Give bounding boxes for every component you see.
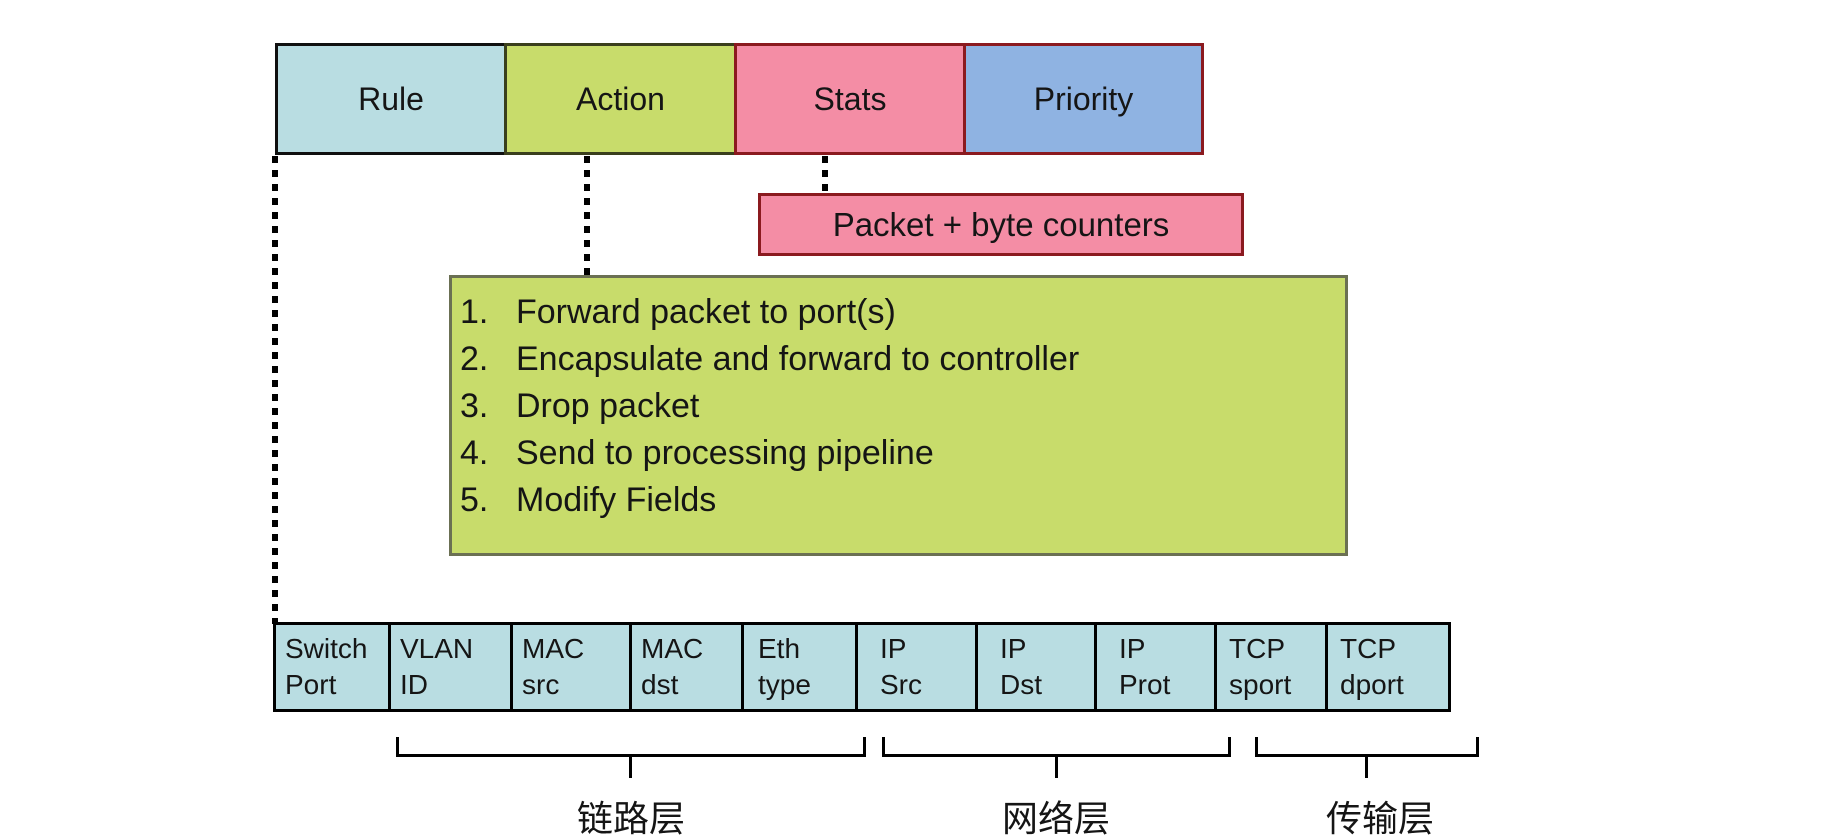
match-field-ip-src: IP Src bbox=[855, 622, 978, 712]
match-field-line1: TCP bbox=[1340, 633, 1396, 664]
match-field-mac-dst: MAC dst bbox=[629, 622, 744, 712]
brace-tick-link-layer bbox=[629, 757, 632, 778]
match-field-mac-src: MAC src bbox=[510, 622, 632, 712]
match-field-line2: src bbox=[522, 669, 560, 700]
action-item-number: 4. bbox=[460, 434, 489, 472]
brace-tick-network-layer bbox=[1055, 757, 1058, 778]
match-field-ip-dst: IP Dst bbox=[975, 622, 1097, 712]
action-item-number: 5. bbox=[460, 481, 489, 519]
header-cell-rule: Rule bbox=[275, 43, 507, 155]
counters-label: Packet + byte counters bbox=[832, 205, 1170, 243]
header-label-action: Action bbox=[576, 80, 665, 117]
match-field-line1: IP bbox=[1119, 633, 1146, 664]
dotted-connector-action-to-actions-box bbox=[584, 156, 590, 276]
header-cell-priority: Priority bbox=[963, 43, 1204, 155]
match-field-line1: MAC bbox=[522, 633, 585, 664]
match-field-line2: sport bbox=[1229, 669, 1292, 700]
match-field-line1: Eth bbox=[758, 633, 801, 664]
match-field-line1: Switch bbox=[285, 633, 368, 664]
dotted-connector-stats-to-counters-box bbox=[822, 156, 828, 194]
match-field-line2: dst bbox=[641, 669, 679, 700]
counters-box: Packet + byte counters bbox=[758, 193, 1244, 256]
match-field-line2: type bbox=[758, 669, 811, 700]
action-item-number: 3. bbox=[460, 387, 489, 425]
action-item: 2. Encapsulate and forward to controller bbox=[460, 336, 1335, 383]
match-field-line1: IP bbox=[880, 633, 907, 664]
action-item-number: 2. bbox=[460, 340, 489, 378]
header-label-rule: Rule bbox=[358, 80, 424, 117]
flow-entry-header-row: Rule Action Stats Priority bbox=[275, 43, 1204, 155]
header-cell-stats: Stats bbox=[734, 43, 966, 155]
brace-link-layer bbox=[396, 737, 866, 757]
match-field-line1: TCP bbox=[1229, 633, 1285, 664]
brace-tick-transport-layer bbox=[1365, 757, 1368, 778]
match-field-ip-prot: IP Prot bbox=[1094, 622, 1217, 712]
action-item: 1. Forward packet to port(s) bbox=[460, 289, 1335, 336]
header-label-stats: Stats bbox=[813, 80, 887, 117]
match-field-tcp-sport: TCP sport bbox=[1214, 622, 1328, 712]
match-field-line2: Dst bbox=[1000, 669, 1042, 700]
layer-label-network: 网络层 bbox=[1001, 798, 1110, 837]
layer-label-link: 链路层 bbox=[576, 798, 685, 837]
layer-label-transport: 传输层 bbox=[1325, 798, 1434, 837]
header-label-priority: Priority bbox=[1033, 80, 1134, 117]
match-field-line1: IP bbox=[1000, 633, 1027, 664]
brace-network-layer bbox=[882, 737, 1231, 757]
header-cell-action: Action bbox=[504, 43, 737, 155]
match-field-line2: Prot bbox=[1119, 669, 1171, 700]
match-field-tcp-dport: TCP dport bbox=[1325, 622, 1451, 712]
brace-transport-layer bbox=[1255, 737, 1479, 757]
action-item-text: Drop packet bbox=[516, 387, 700, 425]
action-item-text: Encapsulate and forward to controller bbox=[516, 340, 1080, 378]
match-field-vlan-id: VLAN ID bbox=[388, 622, 513, 712]
dotted-connector-rule-to-match-fields bbox=[272, 156, 278, 624]
match-field-line1: VLAN bbox=[400, 633, 474, 664]
match-field-eth-type: Eth type bbox=[741, 622, 858, 712]
match-field-switch-port: Switch Port bbox=[273, 622, 391, 712]
action-item-text: Send to processing pipeline bbox=[516, 434, 934, 472]
action-item-number: 1. bbox=[460, 293, 489, 331]
action-item-text: Modify Fields bbox=[516, 481, 717, 519]
action-item-text: Forward packet to port(s) bbox=[516, 293, 896, 331]
match-field-line2: Port bbox=[285, 669, 337, 700]
match-field-line1: MAC bbox=[641, 633, 704, 664]
action-item: 4. Send to processing pipeline bbox=[460, 430, 1335, 477]
match-field-line2: dport bbox=[1340, 669, 1404, 700]
actions-box: 1. Forward packet to port(s) 2. Encapsul… bbox=[449, 275, 1348, 556]
action-item: 5. Modify Fields bbox=[460, 477, 1335, 524]
match-fields-table: Switch Port VLAN ID MAC src MAC dst Eth … bbox=[273, 622, 1451, 712]
match-field-line2: Src bbox=[880, 669, 922, 700]
action-item: 3. Drop packet bbox=[460, 383, 1335, 430]
match-field-line2: ID bbox=[400, 669, 428, 700]
